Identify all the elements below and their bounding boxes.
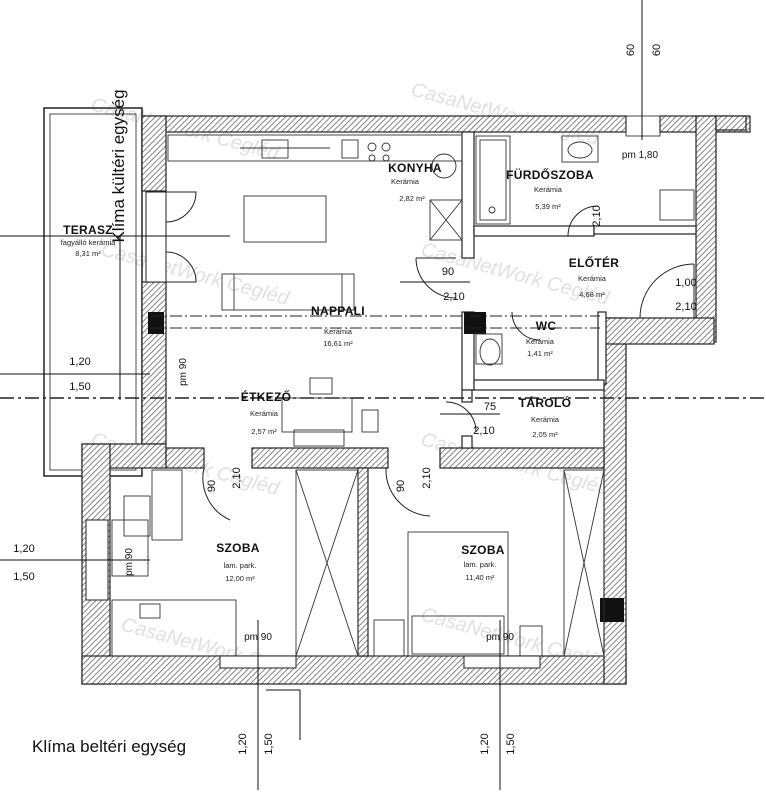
svg-text:Kerámia: Kerámia [250,409,279,418]
living-furniture [221,195,379,447]
svg-text:4,68 m²: 4,68 m² [579,290,605,299]
svg-text:90: 90 [442,266,454,278]
svg-text:TÁROLÓ: TÁROLÓ [519,395,571,410]
svg-text:SZOBA: SZOBA [461,543,505,557]
outdoor-unit-label: Klíma kültéri egység [109,89,128,242]
svg-text:1,50: 1,50 [263,733,275,754]
room-label-wc: WC Kerámia 1,41 m² [526,319,556,358]
svg-text:90: 90 [206,480,218,492]
svg-text:WC: WC [536,319,557,333]
svg-text:60: 60 [651,44,663,56]
svg-text:Kerámia: Kerámia [531,415,560,424]
dimension-lines [0,0,643,790]
svg-text:Kerámia: Kerámia [578,274,607,283]
svg-text:2,57 m²: 2,57 m² [251,427,277,436]
room-label-konyha: KONYHA Kerámia 2,82 m² [388,161,442,203]
svg-text:pm 90: pm 90 [178,358,189,386]
svg-text:ÉTKEZŐ: ÉTKEZŐ [241,389,291,404]
svg-text:12,00 m²: 12,00 m² [225,574,255,583]
svg-text:Kerámia: Kerámia [526,337,555,346]
room-label-etkezo: ÉTKEZŐ Kerámia 2,57 m² [241,389,291,436]
beam-lines [0,315,766,399]
svg-text:lam. park.: lam. park. [464,560,497,569]
svg-text:2,10: 2,10 [421,467,433,488]
room-label-tarolo: TÁROLÓ Kerámia 2,05 m² [519,395,571,439]
kitchen-fixtures [167,134,463,241]
svg-text:1,00: 1,00 [675,277,696,289]
bathroom-fixtures [475,115,695,366]
svg-text:16,61 m²: 16,61 m² [323,339,353,348]
svg-text:NAPPALI: NAPPALI [311,304,365,318]
svg-text:2,10: 2,10 [675,301,696,313]
svg-text:FÜRDŐSZOBA: FÜRDŐSZOBA [506,167,594,182]
svg-text:2,10: 2,10 [591,205,603,226]
svg-text:2,10: 2,10 [231,467,243,488]
svg-text:1,41 m²: 1,41 m² [527,349,553,358]
svg-text:2,05 m²: 2,05 m² [532,430,558,439]
room-label-szoba-1: SZOBA lam. park. 12,00 m² [216,541,260,583]
svg-text:11,40 m²: 11,40 m² [465,573,495,582]
svg-text:1,20: 1,20 [237,733,249,754]
svg-text:1,20: 1,20 [479,733,491,754]
svg-text:Kerámia: Kerámia [391,177,420,186]
svg-text:60: 60 [625,44,637,56]
svg-text:2,82 m²: 2,82 m² [399,194,425,203]
svg-text:pm 90: pm 90 [486,632,514,643]
room-label-eloter: ELŐTÉR Kerámia 4,68 m² [569,255,620,299]
svg-text:5,39 m²: 5,39 m² [535,202,561,211]
svg-text:2,10: 2,10 [473,425,494,437]
svg-text:Kerámia: Kerámia [324,327,353,336]
svg-text:Kerámia: Kerámia [534,185,563,194]
svg-text:1,20: 1,20 [69,356,90,368]
svg-text:2,10: 2,10 [443,291,464,303]
svg-text:TERASZ: TERASZ [63,223,113,237]
svg-text:90: 90 [395,480,407,492]
room-label-szoba-2: SZOBA lam. park. 11,40 m² [461,543,505,582]
svg-text:pm 90: pm 90 [124,548,135,576]
bedroom-furniture [111,469,605,657]
svg-text:8,31 m²: 8,31 m² [75,249,101,258]
svg-text:SZOBA: SZOBA [216,541,260,555]
indoor-unit-label: Klíma beltéri egység [32,737,186,756]
svg-text:lam. park.: lam. park. [224,561,257,570]
svg-text:75: 75 [484,401,496,413]
room-label-nappali: NAPPALI Kerámia 16,61 m² [311,304,365,348]
svg-text:pm 90: pm 90 [244,632,272,643]
svg-text:ELŐTÉR: ELŐTÉR [569,255,620,270]
room-label-terasz: TERASZ fagyálló kerámia 8,31 m² [61,223,116,258]
doors [165,191,695,521]
svg-text:1,50: 1,50 [69,381,90,393]
svg-text:CasaNetWork Cegléd: CasaNetWork Cegléd [409,79,602,151]
svg-text:pm 1,80: pm 1,80 [622,150,659,161]
svg-text:fagyálló kerámia: fagyálló kerámia [61,238,116,247]
svg-text:1,50: 1,50 [505,733,517,754]
svg-text:1,20: 1,20 [13,543,34,555]
interior-walls [165,131,697,657]
svg-text:1,50: 1,50 [13,571,34,583]
room-label-furdoszoba: FÜRDŐSZOBA Kerámia 5,39 m² [506,167,594,211]
dimension-labels: 60 60 pm 1,80 90 2,10 2,10 1,00 2,10 1,2… [13,44,696,755]
svg-text:KONYHA: KONYHA [388,161,442,175]
